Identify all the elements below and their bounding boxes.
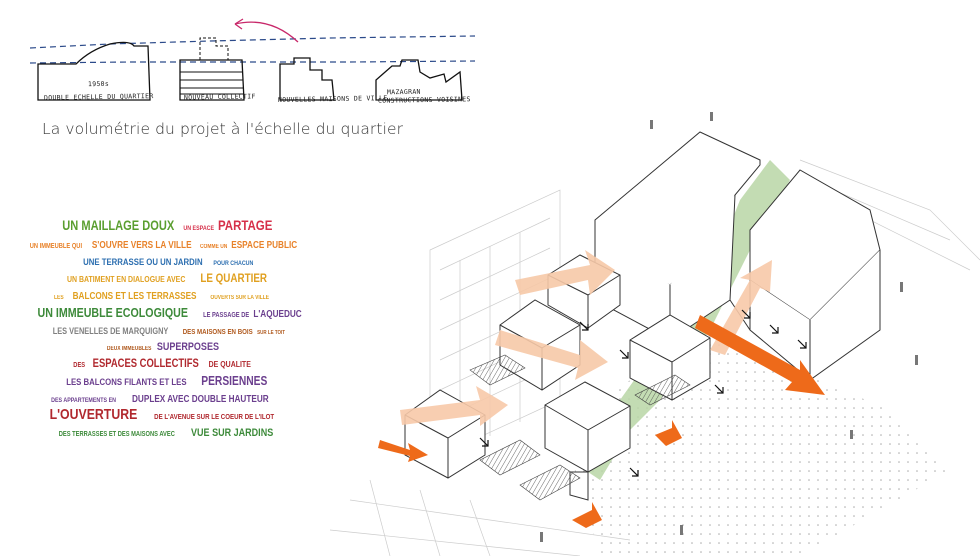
word-cloud-phrase: ESPACE PUBLIC: [231, 240, 298, 251]
word-cloud-phrase: PARTAGE: [217, 217, 273, 233]
word-cloud-line: DES ESPACES COLLECTIFS DE QUALITE: [14, 355, 314, 371]
word-cloud-phrase: DUPLEX AVEC DOUBLE HAUTEUR: [132, 394, 269, 405]
sketch-label-new-collective: NOUVEAU COLLECTIF: [183, 92, 256, 102]
word-cloud-line: UNE TERRASSE OU UN JARDIN POUR CHACUN: [14, 253, 314, 269]
word-cloud-phrase: S'OUVRE VERS LA VILLE: [92, 240, 192, 251]
skyline-dashed-line-low: [30, 60, 475, 64]
word-cloud-phrase: VUE SUR JARDINS: [190, 427, 273, 439]
word-cloud-phrase: POUR CHACUN: [213, 260, 254, 267]
sketch-collective-houses: [199, 37, 229, 60]
sketch-collective-floors: [180, 71, 244, 95]
sketch-1950s-block: [37, 41, 151, 101]
word-cloud-phrase: DE QUALITE: [208, 359, 252, 369]
word-cloud-line: LES VENELLES DE MARQUIGNY DES MAISONS EN …: [14, 322, 314, 338]
word-cloud-line: DES APPARTEMENTS EN DUPLEX AVEC DOUBLE HA…: [14, 390, 314, 406]
volume-sketch: [30, 18, 475, 101]
sketch-town-houses: [279, 57, 335, 101]
sketch-label-1950s: 1950s: [87, 79, 110, 89]
sketch-arrow: [234, 21, 299, 43]
word-cloud-phrase: DEUX IMMEUBLES: [106, 346, 152, 352]
word-cloud-phrase: L'OUVERTURE: [49, 406, 138, 423]
word-cloud-phrase: BALCONS ET LES TERRASSES: [72, 291, 197, 302]
word-cloud-line: DES TERRASSES ET DES MAISONS AVEC VUE SUR…: [14, 424, 314, 440]
page-caption: La volumétrie du projet à l'échelle du q…: [42, 120, 404, 138]
word-cloud-line: LES BALCONS ET LES TERRASSES OUVERTS SUR L…: [14, 287, 314, 303]
word-cloud-phrase: COMME UN: [199, 244, 228, 250]
word-cloud-phrase: DES: [73, 362, 86, 369]
word-cloud-phrase: LES: [53, 295, 64, 301]
hatched-terraces: [469, 354, 691, 501]
word-cloud-phrase: DES TERRASSES ET DES MAISONS AVEC: [58, 431, 175, 438]
word-cloud-phrase: UN BATIMENT EN DIALOGUE AVEC: [67, 274, 186, 284]
word-cloud-line: DEUX IMMEUBLES SUPERPOSES: [14, 338, 314, 354]
word-cloud-phrase: UN MAILLAGE DOUX: [62, 218, 175, 233]
word-cloud-line: UN IMMEUBLE QUI S'OUVRE VERS LA VILLE COMM…: [14, 236, 314, 252]
sketch-label-mazagran: MAZAGRAN: [386, 87, 421, 97]
word-cloud-phrase: DES APPARTEMENTS EN: [51, 397, 117, 404]
word-cloud-phrase: OUVERTS SUR LA VILLE: [210, 295, 269, 301]
word-cloud-phrase: LES BALCONS FILANTS ET LES: [66, 377, 187, 388]
word-cloud-phrase: L'AQUEDUC: [253, 309, 303, 320]
axonometric-drawing: [330, 112, 980, 556]
access-arrows: [378, 315, 825, 528]
word-cloud-line: UN BATIMENT EN DIALOGUE AVEC LE QUARTIER: [14, 270, 314, 286]
word-cloud-phrase: DE L'AVENUE SUR LE COEUR DE L'ILOT: [154, 412, 275, 421]
word-cloud-phrase: LES VENELLES DE MARQUIGNY: [52, 326, 169, 336]
sketch-neighbour-buildings: [375, 59, 463, 101]
circulation-arrows: [479, 309, 807, 477]
word-cloud-phrase: ESPACES COLLECTIFS: [92, 358, 199, 370]
word-cloud-phrase: PERSIENNES: [201, 374, 268, 388]
skyline-dashed-line-high: [30, 35, 475, 49]
word-cloud-line: LES BALCONS FILANTS ET LES PERSIENNES: [14, 373, 314, 389]
word-cloud-phrase: UN ESPACE: [183, 225, 215, 232]
word-cloud-line: L'OUVERTURE DE L'AVENUE SUR LE COEUR DE L…: [14, 407, 314, 423]
word-cloud-phrase: UN IMMEUBLE ECOLOGIQUE: [37, 305, 188, 320]
word-cloud-phrase: SUR LE TOIT: [257, 330, 286, 336]
word-cloud-phrase: LE PASSAGE DE: [203, 312, 250, 319]
word-cloud-phrase: UN IMMEUBLE QUI: [29, 243, 82, 250]
word-cloud-phrase: SUPERPOSES: [157, 341, 220, 353]
word-cloud-phrase: DES MAISONS EN BOIS: [182, 327, 253, 336]
word-cloud-phrase: LE QUARTIER: [199, 271, 267, 285]
word-cloud-phrase: UNE TERRASSE OU UN JARDIN: [82, 257, 203, 268]
sketch-arrow-head: [234, 18, 244, 30]
pedestrian-figures: [540, 112, 918, 542]
sketch-new-collective: [179, 59, 245, 101]
